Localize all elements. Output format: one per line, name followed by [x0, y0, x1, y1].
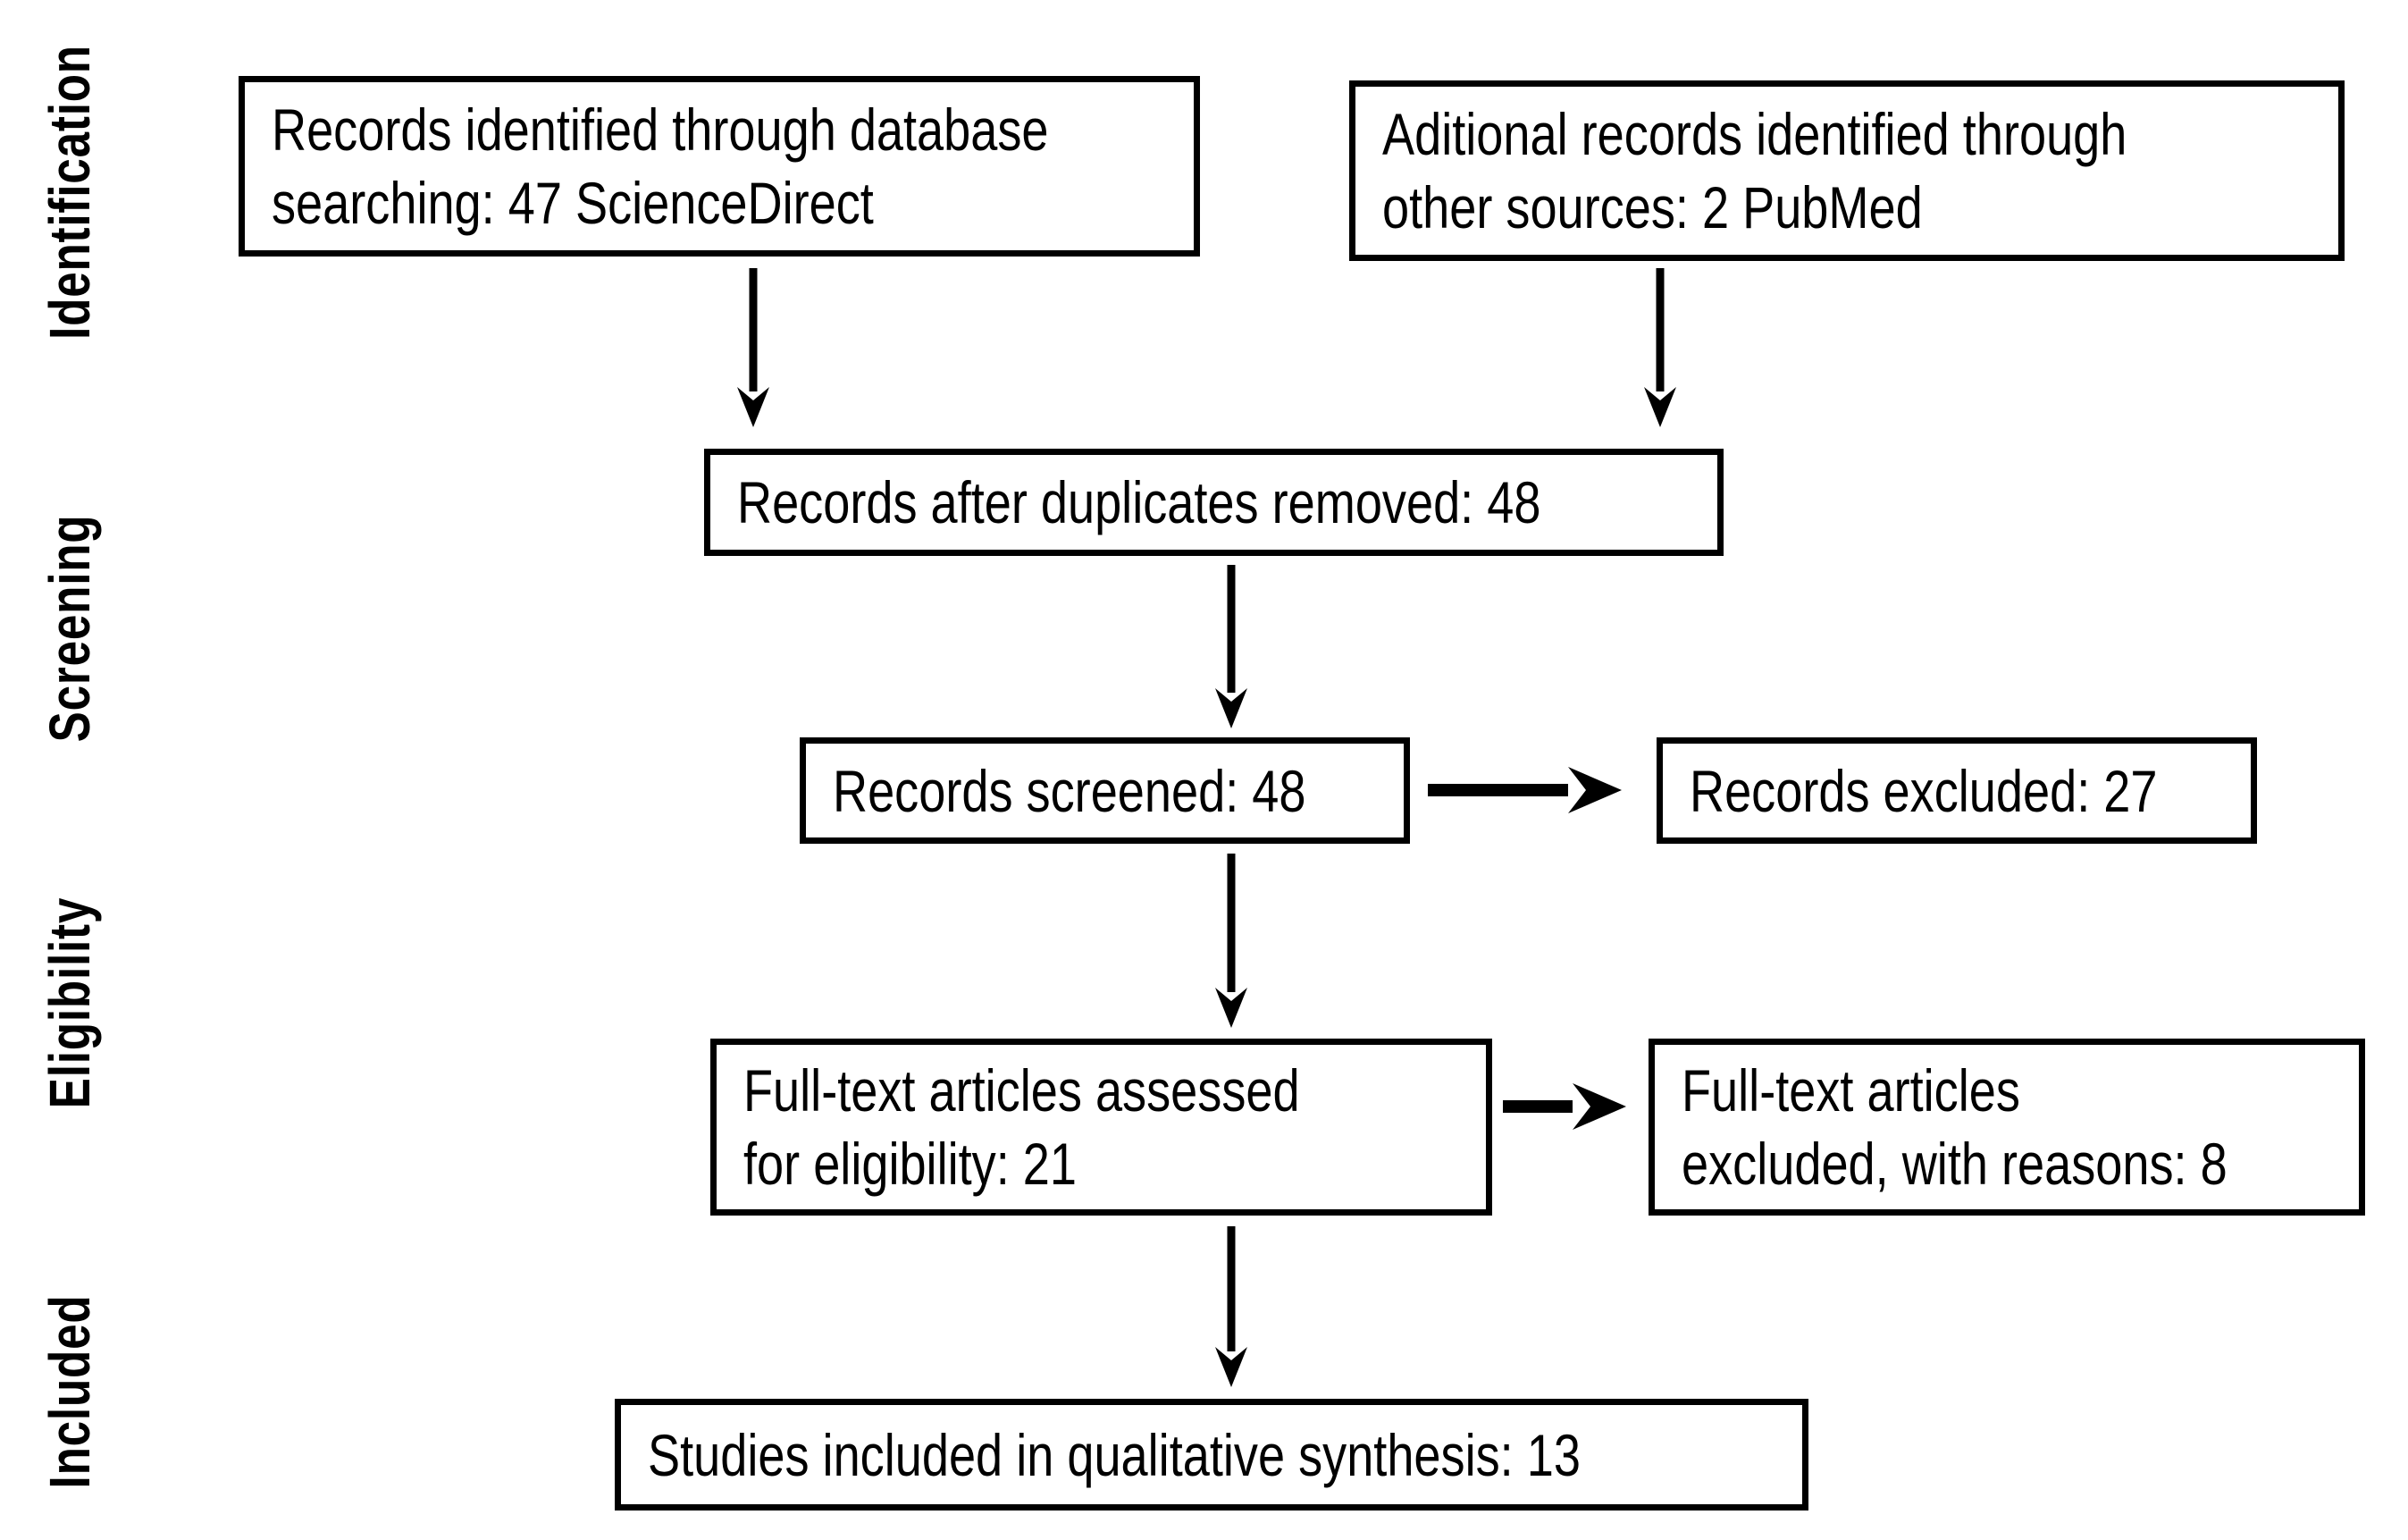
box-text-line: Records excluded: 27	[1690, 757, 2158, 824]
arrow-screened-to-excluded	[1428, 767, 1622, 813]
stage-label-eligibility: Eligibility	[38, 896, 102, 1109]
flow-box-studies-included: Studies included in qualitative synthesi…	[615, 1399, 1808, 1511]
box-text-line: excluded, with reasons: 8	[1682, 1131, 2228, 1197]
box-text-line: Records after duplicates removed: 48	[737, 469, 1541, 535]
flow-box-after-duplicates: Records after duplicates removed: 48	[704, 449, 1724, 556]
flow-box-records-excluded: Records excluded: 27	[1657, 737, 2257, 844]
flow-box-records-screened: Records screened: 48	[800, 737, 1410, 844]
box-text-line: other sources: 2 PubMed	[1382, 174, 1923, 240]
box-text-line: Records screened: 48	[833, 757, 1306, 824]
arrow-duplicates-to-screened	[1215, 565, 1247, 728]
box-text-line: Full-text articles	[1682, 1057, 2020, 1123]
flow-box-fulltext-assessed: Full-text articles assessed for eligibil…	[710, 1039, 1492, 1216]
box-text-line: searching: 47 ScienceDirect	[272, 170, 874, 236]
arrow-screened-to-fulltext	[1215, 854, 1247, 1028]
arrow-additional-to-duplicates	[1644, 268, 1676, 427]
box-text-line: Full-text articles assessed	[743, 1057, 1300, 1123]
flow-box-records-identified: Records identified through database sear…	[239, 76, 1200, 257]
arrow-fulltext-to-included	[1215, 1226, 1247, 1387]
arrow-identified-to-duplicates	[737, 268, 769, 427]
arrow-fulltext-to-excluded	[1503, 1083, 1626, 1130]
flow-box-fulltext-excluded: Full-text articles excluded, with reason…	[1649, 1039, 2365, 1216]
box-text-line: Aditional records identified through	[1382, 101, 2127, 167]
box-text-line: Records identified through database	[272, 97, 1049, 163]
box-text-line: Studies included in qualitative synthesi…	[648, 1421, 1581, 1488]
stage-label-identification: Identification	[38, 45, 102, 340]
stage-label-screening: Screening	[38, 514, 102, 743]
stage-label-included: Included	[38, 1294, 102, 1489]
box-text-line: for eligibility: 21	[743, 1131, 1078, 1197]
flow-box-additional-records: Aditional records identified through oth…	[1349, 80, 2345, 261]
